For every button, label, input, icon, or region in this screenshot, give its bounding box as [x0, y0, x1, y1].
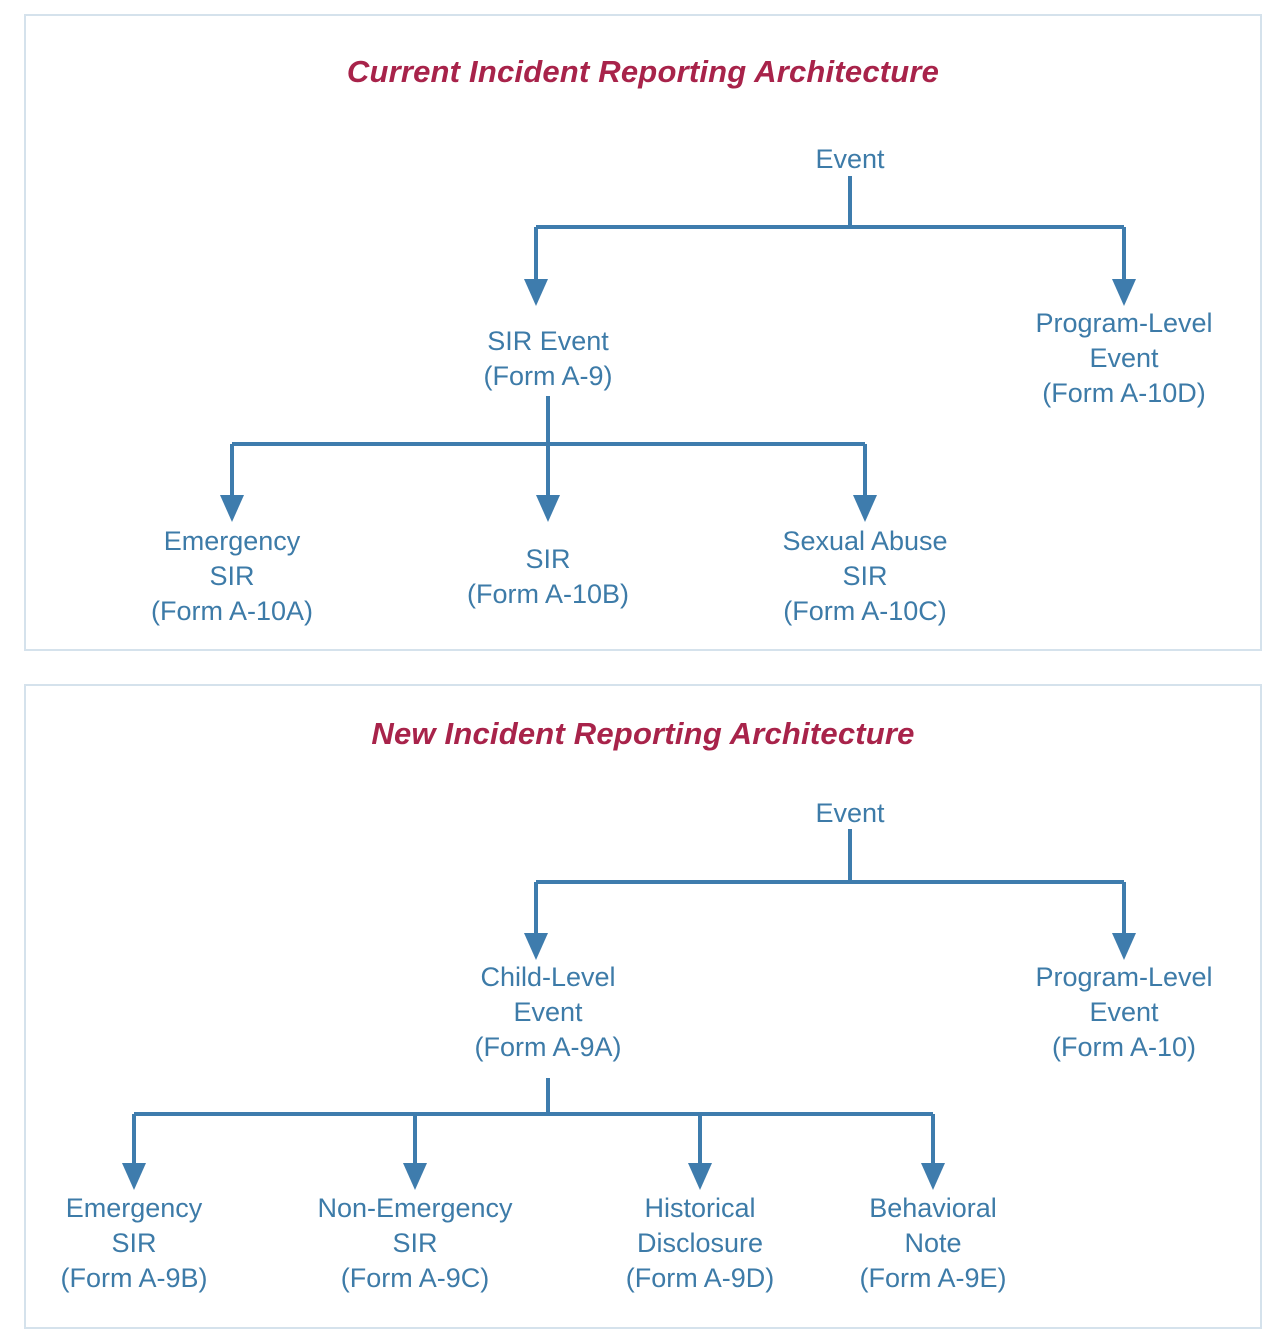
node-non-emergency-sir-a9c: Non-Emergency SIR (Form A-9C) [275, 1191, 555, 1296]
node-line: Event [1089, 997, 1159, 1028]
node-line: (Form A-9B) [60, 1263, 208, 1294]
node-line: (Form A-10) [1051, 1032, 1197, 1063]
arrowhead-emergency-sir [220, 495, 244, 522]
node-line: Event [815, 798, 885, 828]
node-line: (Form A-9E) [859, 1263, 1007, 1294]
node-line: Event [815, 144, 885, 174]
node-line: (Form A-10A) [150, 596, 314, 627]
node-program-level-event-new: Program-Level Event (Form A-10) [984, 960, 1264, 1065]
arrowhead-sexual-abuse-sir [853, 495, 877, 522]
node-line: Program-Level [1035, 962, 1213, 992]
node-sir-a10b: SIR (Form A-10B) [408, 542, 688, 612]
node-line: Historical [644, 1193, 756, 1223]
node-line: (Form A-10D) [1042, 378, 1206, 409]
node-emergency-sir-a10a: Emergency SIR (Form A-10A) [92, 524, 372, 629]
node-line: (Form A-9A) [474, 1032, 622, 1063]
node-line: Emergency [65, 1193, 203, 1223]
node-event-new: Event [750, 796, 950, 831]
node-line: SIR [525, 544, 571, 574]
arrowhead-behavioral-note [921, 1163, 945, 1190]
node-line: Behavioral [869, 1193, 997, 1223]
node-line: (Form A-9D) [625, 1263, 775, 1294]
node-line: SIR [209, 561, 255, 592]
page-title-new: New Incident Reporting Architecture [371, 716, 915, 751]
node-line: SIR [842, 561, 888, 592]
node-line: Disclosure [636, 1228, 764, 1259]
arrowhead-sir [536, 495, 560, 522]
node-line: (Form A-10C) [783, 596, 947, 627]
node-line: SIR Event [487, 326, 609, 356]
node-program-level-event-current: Program-Level Event (Form A-10D) [984, 306, 1264, 411]
node-behavioral-note-a9e: Behavioral Note (Form A-9E) [813, 1191, 1053, 1296]
node-child-level-event: Child-Level Event (Form A-9A) [408, 960, 688, 1065]
node-event-current: Event [750, 142, 950, 177]
node-line: (Form A-9C) [340, 1263, 490, 1294]
node-sir-event: SIR Event (Form A-9) [408, 324, 688, 394]
node-line: Sexual Abuse [782, 526, 948, 556]
node-line: SIR [392, 1228, 438, 1259]
node-line: SIR [111, 1228, 157, 1259]
new-architecture-panel: New Incident Reporting Architecture Even… [24, 684, 1262, 1329]
node-line: Non-Emergency [317, 1193, 513, 1223]
node-sexual-abuse-sir-a10c: Sexual Abuse SIR (Form A-10C) [725, 524, 1005, 629]
arrowhead-program-level-event-new [1112, 933, 1136, 960]
current-architecture-panel: Current Incident Reporting Architecture … [24, 14, 1262, 651]
arrowhead-sir-event [524, 279, 548, 306]
node-emergency-sir-a9b: Emergency SIR (Form A-9B) [12, 1191, 256, 1296]
node-line: Emergency [163, 526, 301, 556]
node-line: Child-Level [480, 962, 616, 992]
node-line: Event [1089, 343, 1159, 374]
arrowhead-child-level-event [524, 933, 548, 960]
node-line: (Form A-9) [483, 361, 613, 392]
arrowhead-non-emergency-sir [403, 1163, 427, 1190]
node-line: (Form A-10B) [466, 579, 630, 610]
node-historical-disclosure-a9d: Historical Disclosure (Form A-9D) [580, 1191, 820, 1296]
arrowhead-program-level-event [1112, 279, 1136, 306]
node-line: Program-Level [1035, 308, 1213, 338]
arrowhead-emergency-sir-new [122, 1163, 146, 1190]
arrowhead-historical-disclosure [688, 1163, 712, 1190]
node-line: Note [904, 1228, 962, 1259]
page-title-current: Current Incident Reporting Architecture [346, 54, 940, 89]
node-line: Event [513, 997, 583, 1028]
